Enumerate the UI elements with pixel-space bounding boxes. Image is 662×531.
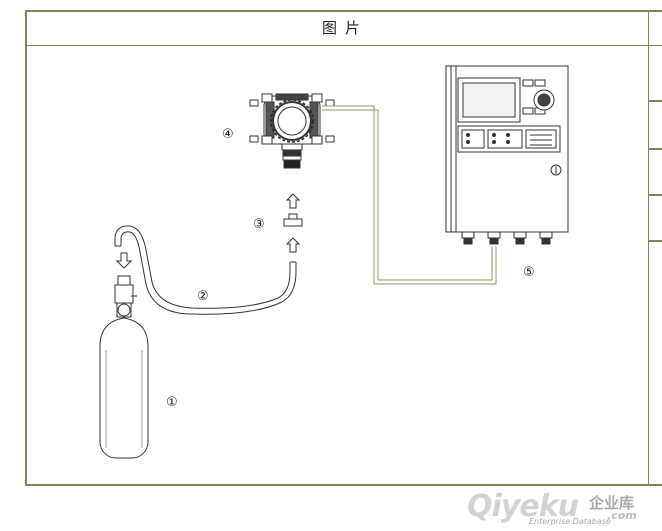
label-detector: ④: [222, 127, 234, 142]
right-row-divider: [648, 100, 662, 102]
watermark-sub: Enterprise Database: [529, 517, 611, 526]
gas-hose: [114, 225, 297, 315]
watermark-brand: Qiyeku: [467, 489, 579, 524]
gas-cylinder: [99, 275, 149, 459]
alarm-controller: [445, 65, 569, 245]
label-adapter: ③: [253, 217, 265, 232]
label-hose: ②: [197, 289, 209, 304]
table-header: 图片: [25, 10, 662, 46]
right-column-divider: [648, 10, 649, 486]
table-frame: [25, 10, 662, 486]
right-row-divider: [648, 240, 662, 242]
label-cylinder: ①: [166, 395, 178, 410]
watermark-logo: Qiyeku 企业库 Enterprise Database .com: [467, 489, 657, 529]
header-title: 图片: [321, 19, 368, 37]
flow-arrow-down: [115, 252, 133, 269]
signal-cable: [322, 105, 497, 285]
gas-detector: [249, 93, 335, 169]
label-controller: ⑤: [523, 265, 535, 280]
watermark-cn: 企业库: [589, 494, 635, 512]
calibration-adapter: [283, 193, 303, 253]
watermark-suffix: .com: [607, 509, 637, 522]
right-row-divider: [648, 148, 662, 150]
right-row-divider: [648, 194, 662, 196]
